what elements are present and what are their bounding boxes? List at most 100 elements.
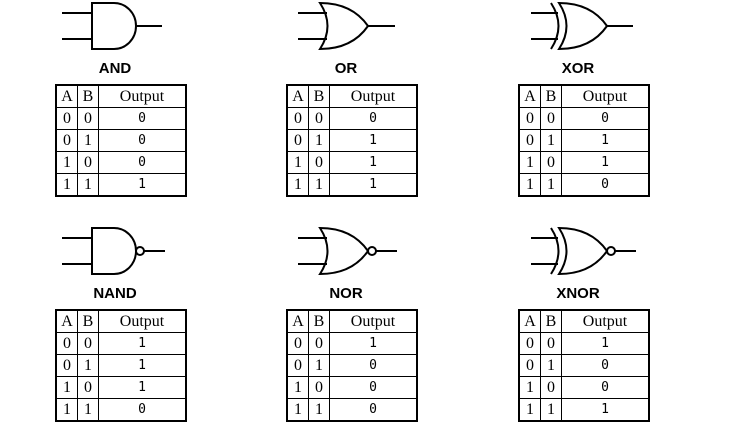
table-header-row: A B Output [518, 309, 650, 333]
cell-output: 0 [561, 376, 650, 399]
cell-output: 1 [329, 173, 418, 197]
gate-title-nand: NAND [93, 285, 137, 302]
cell-b: 0 [540, 332, 562, 355]
cell-b: 1 [308, 354, 330, 377]
cell-b: 1 [77, 129, 99, 152]
cell-output: 0 [561, 107, 650, 130]
cell-a: 0 [55, 129, 78, 152]
header-b: B [77, 84, 99, 108]
cell-a: 0 [55, 354, 78, 377]
xnor-gate-icon [531, 226, 636, 276]
header-a: A [55, 84, 78, 108]
cell-output: 1 [98, 173, 187, 197]
cell-b: 1 [77, 173, 99, 197]
header-a: A [55, 309, 78, 333]
cell-a: 1 [286, 173, 309, 197]
cell-output: 0 [329, 107, 418, 130]
cell-a: 1 [518, 173, 541, 197]
cell-b: 1 [540, 398, 562, 422]
cell-output: 0 [561, 354, 650, 377]
gate-title-xnor: XNOR [556, 285, 600, 302]
cell-output: 1 [561, 398, 650, 422]
cell-a: 0 [518, 332, 541, 355]
cell-b: 1 [540, 129, 562, 152]
cell-b: 0 [308, 107, 330, 130]
cell-b: 0 [540, 376, 562, 399]
table-header-row: A B Output [286, 84, 418, 108]
cell-output: 0 [98, 398, 187, 422]
cell-b: 1 [308, 129, 330, 152]
nor-gate-icon [298, 226, 397, 276]
table-header-row: A B Output [55, 84, 187, 108]
and-gate-icon [62, 2, 162, 50]
cell-a: 0 [286, 354, 309, 377]
cell-output: 1 [329, 129, 418, 152]
cell-output: 0 [98, 129, 187, 152]
cell-a: 1 [55, 376, 78, 399]
cell-output: 0 [329, 354, 418, 377]
cell-a: 0 [286, 129, 309, 152]
cell-output: 1 [561, 129, 650, 152]
cell-b: 1 [308, 398, 330, 422]
cell-a: 0 [518, 129, 541, 152]
cell-output: 1 [561, 151, 650, 174]
header-a: A [518, 309, 541, 333]
cell-b: 0 [77, 376, 99, 399]
header-a: A [518, 84, 541, 108]
cell-output: 1 [98, 332, 187, 355]
cell-b: 0 [308, 332, 330, 355]
table-header-row: A B Output [55, 309, 187, 333]
cell-a: 1 [518, 376, 541, 399]
or-gate-icon [298, 1, 395, 51]
cell-b: 1 [308, 173, 330, 197]
cell-output: 1 [561, 332, 650, 355]
cell-output: 1 [329, 151, 418, 174]
cell-output: 0 [98, 107, 187, 130]
cell-b: 1 [77, 354, 99, 377]
cell-output: 0 [561, 173, 650, 197]
header-a: A [286, 309, 309, 333]
cell-b: 0 [308, 376, 330, 399]
gate-title-and: AND [98, 60, 132, 77]
cell-output: 1 [329, 332, 418, 355]
cell-b: 1 [77, 398, 99, 422]
header-b: B [540, 309, 562, 333]
cell-a: 1 [55, 398, 78, 422]
header-b: B [308, 84, 330, 108]
cell-b: 1 [540, 354, 562, 377]
header-output: Output [329, 84, 418, 108]
cell-a: 0 [518, 354, 541, 377]
cell-a: 1 [55, 151, 78, 174]
cell-a: 1 [286, 376, 309, 399]
cell-b: 0 [308, 151, 330, 174]
cell-output: 0 [329, 398, 418, 422]
cell-a: 0 [286, 332, 309, 355]
gate-title-nor: NOR [329, 285, 363, 302]
header-b: B [308, 309, 330, 333]
header-output: Output [561, 309, 650, 333]
header-b: B [540, 84, 562, 108]
cell-output: 1 [98, 376, 187, 399]
cell-b: 0 [540, 107, 562, 130]
header-output: Output [98, 309, 187, 333]
cell-b: 0 [540, 151, 562, 174]
